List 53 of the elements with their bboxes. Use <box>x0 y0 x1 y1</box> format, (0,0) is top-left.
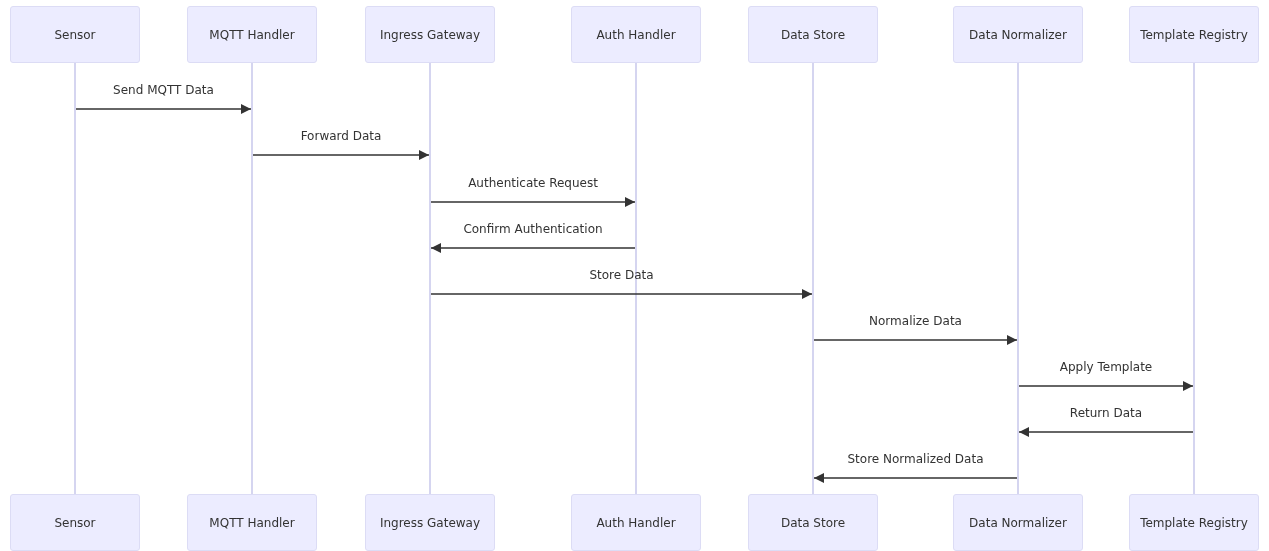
participant-box <box>571 494 701 551</box>
participant-box <box>748 494 878 551</box>
participant-name: Ingress Gateway <box>379 515 481 530</box>
message-label: Normalize Data <box>869 314 962 328</box>
participant-box <box>953 494 1083 551</box>
lifeline <box>1193 63 1195 495</box>
participant-box <box>365 6 495 63</box>
lifeline <box>1017 63 1019 495</box>
participant-box <box>748 6 878 63</box>
participant-box <box>571 6 701 63</box>
message-arrow <box>75 104 252 114</box>
participant-name: Template Registry <box>1140 515 1248 530</box>
participant-name: Data Normalizer <box>969 27 1067 42</box>
message-label: Return Data <box>1069 406 1143 420</box>
participant-name: Sensor <box>54 27 96 42</box>
participant-box <box>187 6 317 63</box>
lifeline <box>635 63 637 495</box>
message-arrow <box>430 289 813 299</box>
lifeline <box>251 63 253 495</box>
message-label: Authenticate Request <box>468 176 598 190</box>
participant-name: Ingress Gateway <box>379 27 481 42</box>
participant-box <box>187 494 317 551</box>
message-label: Store Normalized Data <box>847 452 984 466</box>
lifeline <box>74 63 76 495</box>
participant-name: MQTT Handler <box>209 515 295 530</box>
participant-name: Data Store <box>780 515 846 530</box>
participant-name: Data Normalizer <box>969 515 1067 530</box>
message-arrow <box>1018 381 1194 391</box>
participant-name: Sensor <box>54 515 96 530</box>
message-arrow <box>813 335 1018 345</box>
message-arrow <box>813 473 1018 483</box>
message-label: Send MQTT Data <box>113 83 214 97</box>
participant-name: Auth Handler <box>596 27 676 42</box>
participant-name: MQTT Handler <box>209 27 295 42</box>
participant-box <box>365 494 495 551</box>
message-label: Apply Template <box>1059 360 1153 374</box>
participant-box <box>953 6 1083 63</box>
message-label: Forward Data <box>300 129 382 143</box>
participant-name: Auth Handler <box>596 515 676 530</box>
message-arrow <box>1018 427 1194 437</box>
participant-box <box>1129 6 1259 63</box>
participant-box <box>10 6 140 63</box>
participant-box <box>10 494 140 551</box>
message-arrow <box>430 197 636 207</box>
lifeline <box>429 63 431 495</box>
message-label: Store Data <box>589 268 654 282</box>
lifeline <box>812 63 814 495</box>
participant-name: Template Registry <box>1140 27 1248 42</box>
participant-name: Data Store <box>780 27 846 42</box>
message-arrow <box>430 243 636 253</box>
participant-box <box>1129 494 1259 551</box>
message-label: Confirm Authentication <box>463 222 603 236</box>
message-arrow <box>252 150 430 160</box>
